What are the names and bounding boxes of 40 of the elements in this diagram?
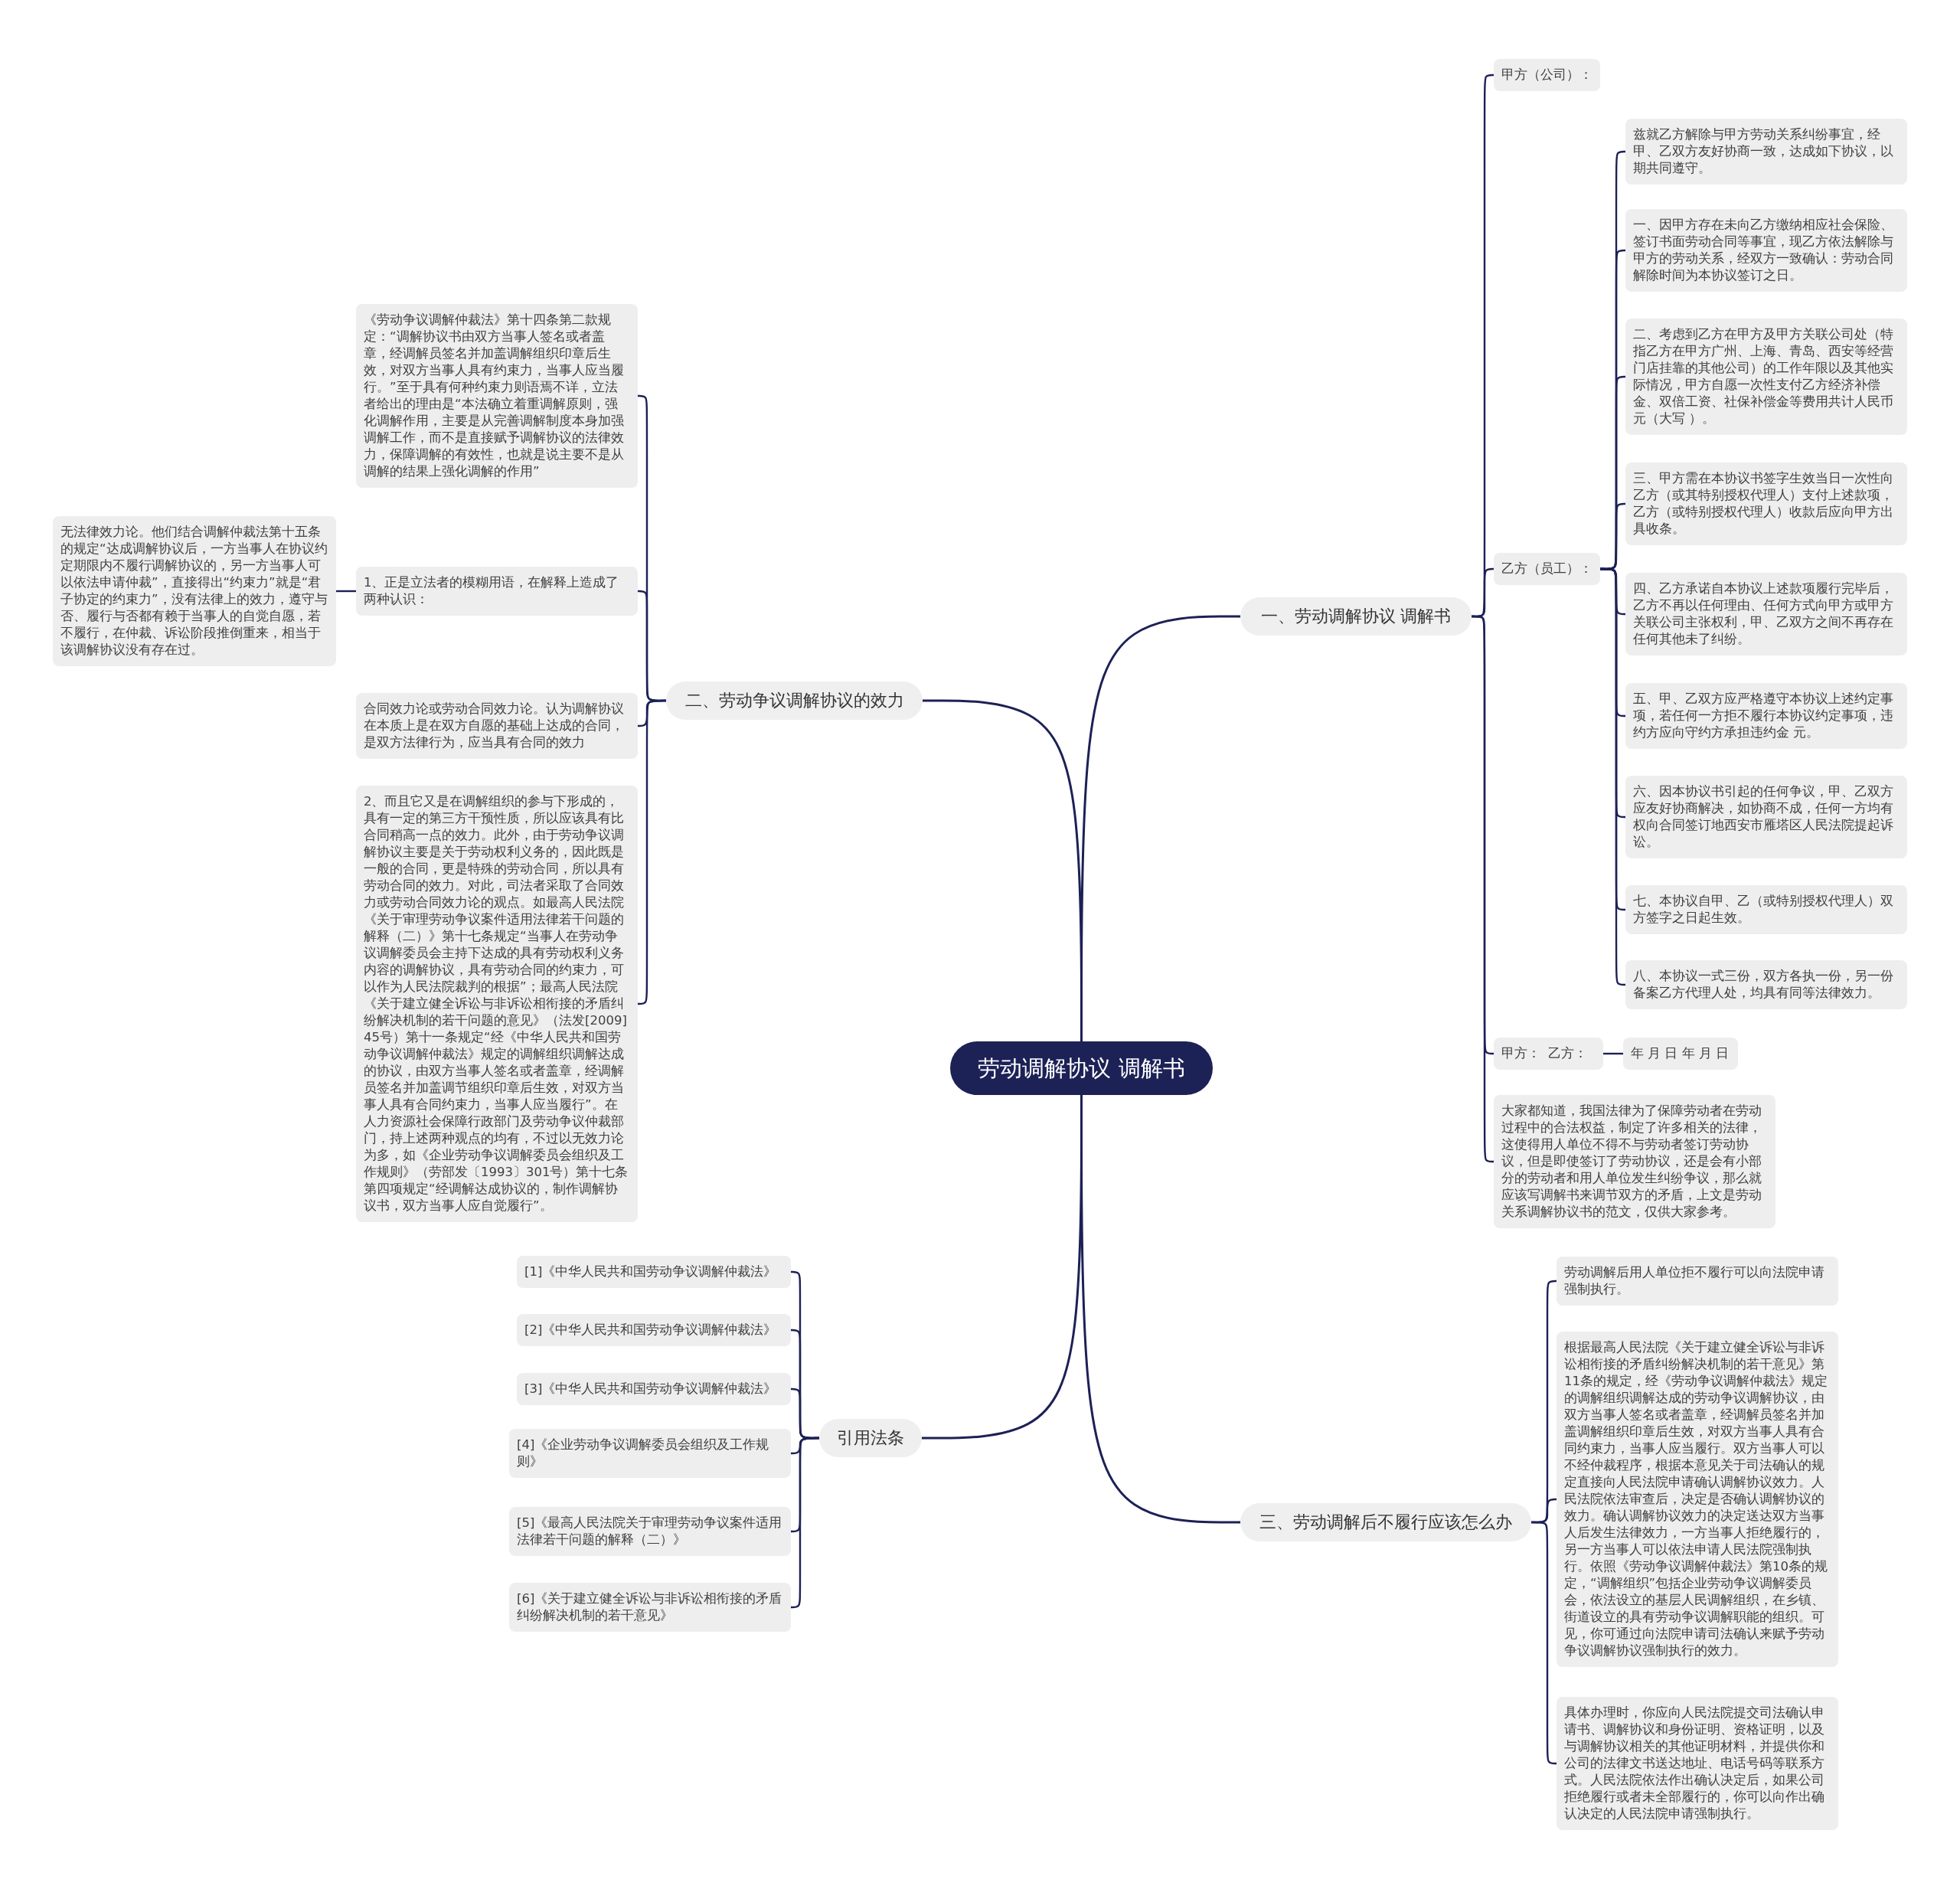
connector-line [1600, 567, 1626, 986]
branch-topic: 三、劳动调解后不履行应该怎么办 [1240, 1503, 1531, 1541]
text-card: 六、因本协议书引起的任何争议，甲、乙双方应友好协商解决，如协商不成，任何一方均有权向合同签订地西安市雁塔区人民法院提起诉讼。 [1625, 776, 1907, 858]
connector-line [1471, 615, 1494, 1163]
text-card: [4]《企业劳动争议调解委员会组织及工作规则》 [509, 1429, 791, 1478]
text-card: 合同效力论或劳动合同效力论。认为调解协议在本质上是在双方自愿的基础上达成的合同，是双方法律行为，应当具有合同的效力 [356, 693, 638, 759]
text-card: 1、正是立法者的模糊用语，在解释上造成了两种认识： [356, 567, 638, 616]
branch-topic: 二、劳动争议调解协议的效力 [666, 682, 923, 720]
text-card: 四、乙方承诺自本协议上述款项履行完毕后，乙方不再以任何理由、任何方式向甲方或甲方关联公司主张权利，甲、乙双方之间不再存在任何其他未了纠纷。 [1625, 573, 1907, 655]
text-card: 大家都知道，我国法律为了保障劳动者在劳动过程中的合法权益，制定了许多相关的法律，这使得用人单位不得不与劳动者签订劳动协议，但是即使签订了劳动协议，还是会有小部分的劳动者和用人单位发生纠纷争议，那么就应该写调解书来调节双方的矛盾，上文是劳动关系调解协议书的范文，仅供大家参考。 [1494, 1095, 1775, 1228]
text-card: [2]《中华人民共和国劳动争议调解仲裁法》 [517, 1314, 791, 1346]
branch-topic: 引用法条 [819, 1419, 922, 1457]
text-card: 五、甲、乙双方应严格遵守本协议上述约定事项，若任何一方拒不履行本协议约定事项，违约方应向守约方承担违约金 元。 [1625, 683, 1907, 749]
text-card: 劳动调解后用人单位拒不履行可以向法院申请强制执行。 [1557, 1257, 1838, 1306]
text-card: 一、因甲方存在未向乙方缴纳相应社会保险、签订书面劳动合同等事宜，现乙方依法解除与甲方的劳动关系，经双方一致确认：劳动合同解除时间为本协议签订之日。 [1625, 209, 1907, 292]
text-card: 七、本协议自甲、乙（或特别授权代理人）双方签字之日起生效。 [1625, 885, 1907, 934]
text-card: 乙方（员工）： [1494, 553, 1600, 585]
text-card: [6]《关于建立健全诉讼与非诉讼相衔接的矛盾纠纷解决机制的若干意见》 [509, 1583, 791, 1632]
text-card: 甲方（公司）： [1494, 59, 1600, 91]
text-card: 甲方： 乙方： [1494, 1038, 1603, 1070]
text-card: 三、甲方需在本协议书签字生效当日一次性向乙方（或其特别授权代理人）支付上述款项，乙方（或特别授权代理人）收款后应向甲方出具收条。 [1625, 463, 1907, 545]
text-card: 无法律效力论。他们结合调解仲裁法第十五条的规定“达成调解协议后，一方当事人在协议约定期限内不履行调解协议的，另一方当事人可以依法申请仲裁”，直接得出“约束力”就是“君子协定的约束力”，没有法律上的效力，遵守与否、履行与否都有赖于当事人的自觉自愿，若不履行，在仲裁、诉讼阶段推倒重来，相当于该调解协议没有存在过。 [53, 516, 336, 666]
text-card: 年 月 日 年 月 日 [1623, 1038, 1738, 1070]
connector-line [1603, 1052, 1623, 1055]
text-card: [1]《中华人民共和国劳动争议调解仲裁法》 [517, 1256, 791, 1288]
text-card: 《劳动争议调解仲裁法》第十四条第二款规定：“调解协议书由双方当事人签名或者盖章，经调解员签名并加盖调解组织印章后生效，对双方当事人具有约束力，当事人应当履行。”至于具有何种约束力则语焉不详，立法者给出的理由是“本法确立着重调解原则，强化调解作用，主要是从完善调解制度本身加强调解工作，而不是直接赋予调解协议的法律效力，保障调解的有效性，也就是说主要不是从调解的结果上强化调解的作用” [356, 304, 638, 488]
text-card: [3]《中华人民共和国劳动争议调解仲裁法》 [517, 1373, 791, 1405]
central-topic: 劳动调解协议 调解书 [950, 1041, 1213, 1095]
text-card: [5]《最高人民法院关于审理劳动争议案件适用法律若干问题的解释（二）》 [509, 1507, 791, 1556]
connector-line [1531, 1521, 1557, 1765]
branch-topic: 一、劳动调解协议 调解书 [1240, 597, 1472, 636]
connector-line [791, 1437, 819, 1609]
text-card: 具体办理时，你应向人民法院提交司法确认申请书、调解协议和身份证明、资格证明，以及与调解协议相关的其他证明材料，并提供你和公司的法律文书送达地址、电话号码等联系方式。人民法院依法作出确认决定后，如果公司拒绝履行或者未全部履行的，你可以向作出确认决定的人民法院申请强制执行。 [1557, 1697, 1838, 1830]
text-card: 2、而且它又是在调解组织的参与下形成的，具有一定的第三方干预性质，所以应该具有比合同稍高一点的效力。此外，由于劳动争议调解协议主要是关于劳动权利义务的，因此既是一般的合同，更是特殊的劳动合同，所以具有劳动合同的效力。对此，司法者采取了合同效力或劳动合同效力论的观点。如最高人民法院《关于审理劳动争议案件适用法律若干问题的解释（二）》第十七条规定“当事人在劳动争议调解委员会主持下达成的具有劳动权利义务内容的调解协议，具有劳动合同的约束力，可以作为人民法院裁判的根据”；最高人民法院《关于建立健全诉讼与非诉讼相衔接的矛盾纠纷解决机制的若干问题的意见》（法发[2009]45号）第十一条规定“经《中华人民共和国劳动争议调解仲裁法》规定的调解组织调解达成的协议，由双方当事人签名或者盖章，经调解员签名并加盖调节组织印章后生效，对双方当事人具有合同约束力，当事人应当履行”。在人力资源社会保障行政部门及劳动争议仲裁部门，持上述两种观点的均有，不过以无效力论为多，如《企业劳动争议调解委员会组织及工作规则》（劳部发〔1993〕301号）第十七条第四项规定“经调解达成协议的，制作调解协议书，双方当事人应自觉履行”。 [356, 786, 638, 1222]
connector-line [637, 699, 666, 1005]
text-card: 八、本协议一式三份，双方各执一份，另一份备案乙方代理人处，均具有同等法律效力。 [1625, 960, 1907, 1009]
text-card: 二、考虑到乙方在甲方及甲方关联公司处（特指乙方在甲方广州、上海、青岛、西安等经营门店挂靠的其他公司）的工作年限以及其他实际情况，甲方自愿一次性支付乙方经济补偿金、双倍工资、社保补偿金等费用共计人民币元（大写 ）。 [1625, 319, 1907, 435]
text-card: 根据最高人民法院《关于建立健全诉讼与非诉讼相衔接的矛盾纠纷解决机制的若干意见》第11条的规定，经《劳动争议调解仲裁法》规定的调解组织调解达成的劳动争议调解协议，由双方当事人签名或者盖章，经调解员签名并加盖调解组织印章后生效，对双方当事人具有合同约束力，当事人应当履行。双方当事人可以不经仲裁程序，根据本意见关于司法确认的规定直接向人民法院申请确认调解协议效力。人民法院依法审查后，决定是否确认调解协议的效力。确认调解协议效力的决定送达双方当事人后发生法律效力，一方当事人拒绝履行的，另一方当事人可以依法申请人民法院强制执行。依照《劳动争议调解仲裁法》第10条的规定，“调解组织”包括企业劳动争议调解委员会，依法设立的基层人民调解组织，在乡镇、街道设立的具有劳动争议调解职能的组织。可见，你可通过向法院申请司法确认来赋予劳动争议调解协议强制执行的效力。 [1557, 1332, 1838, 1667]
text-card: 兹就乙方解除与甲方劳动关系纠纷事宜，经甲、乙双方友好协商一致，达成如下协议，以期共同遵守。 [1625, 119, 1907, 185]
connector-line [336, 590, 356, 593]
